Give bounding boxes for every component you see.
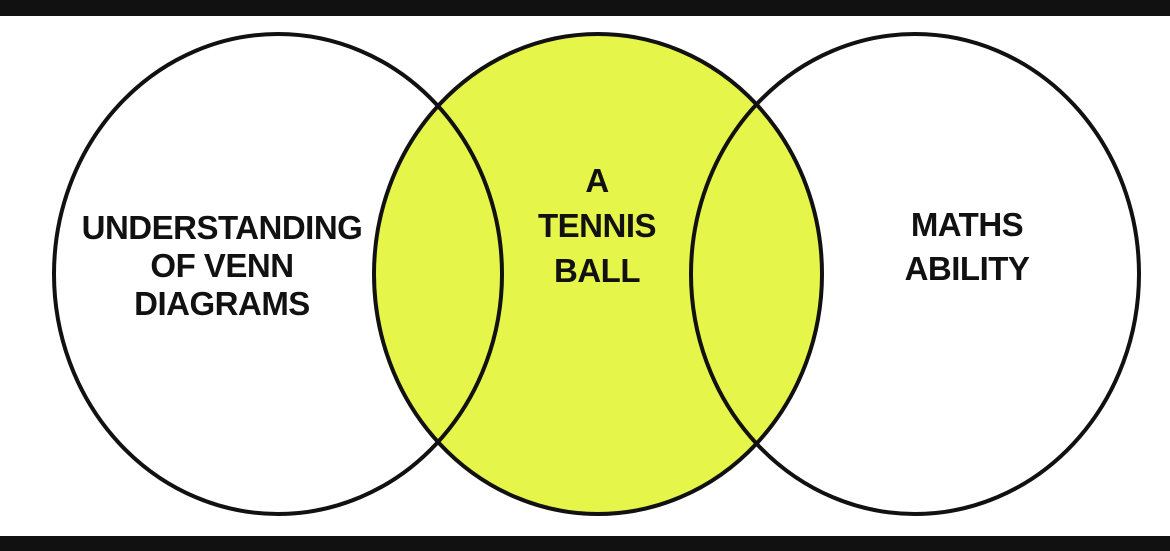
middle-label-line-3: BALL [554, 252, 640, 289]
right-label-line-1: MATHS [910, 206, 1024, 243]
top-frame-bar [0, 0, 1170, 16]
right-set-circle [689, 32, 1141, 516]
left-set-label: UNDERSTANDING OF VENN DIAGRAMS [72, 211, 372, 325]
middle-set-circle [372, 32, 824, 516]
left-set-circle [52, 32, 504, 516]
middle-label-line-1: A [585, 162, 609, 199]
right-label-line-2: ABILITY [904, 250, 1030, 287]
left-label-line-2: OF VENN [150, 247, 294, 284]
middle-set-fill [374, 34, 822, 514]
right-set-label: MATHS ABILITY [867, 208, 1067, 296]
bottom-frame-bar [0, 536, 1170, 551]
left-label-line-1: UNDERSTANDING [81, 209, 363, 246]
middle-set-label: A TENNIS BALL [497, 164, 697, 299]
middle-label-line-2: TENNIS [537, 207, 657, 244]
left-label-line-3: DIAGRAMS [134, 285, 310, 322]
